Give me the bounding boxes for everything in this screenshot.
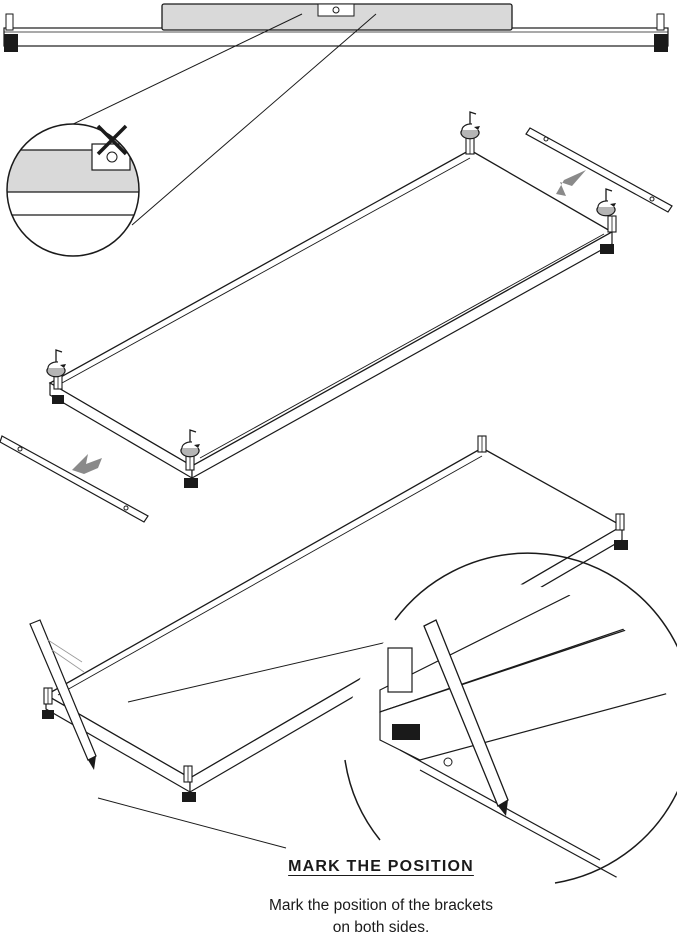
bracket-icon bbox=[525, 127, 673, 213]
instruction-line-2: on both sides. bbox=[332, 919, 430, 936]
push-arrow-icon-left bbox=[72, 454, 102, 474]
bracket-icon-left bbox=[0, 435, 149, 523]
frame-upper bbox=[46, 111, 617, 488]
pencil-icon bbox=[29, 619, 97, 770]
magnifier-circle bbox=[6, 123, 140, 257]
instruction-text: Mark the position of the brackets on bot… bbox=[200, 895, 562, 939]
instruction-line-1: Mark the position of the brackets bbox=[268, 897, 493, 914]
rotate-arrow-icon bbox=[460, 111, 481, 140]
magnifier-circle-large bbox=[344, 552, 677, 916]
instruction-title: MARK THE POSITION bbox=[288, 858, 474, 875]
cross-mark-icon bbox=[96, 124, 128, 156]
push-arrow-icon bbox=[556, 170, 586, 196]
top-rail-with-level bbox=[3, 3, 669, 52]
level-icon bbox=[161, 3, 513, 31]
